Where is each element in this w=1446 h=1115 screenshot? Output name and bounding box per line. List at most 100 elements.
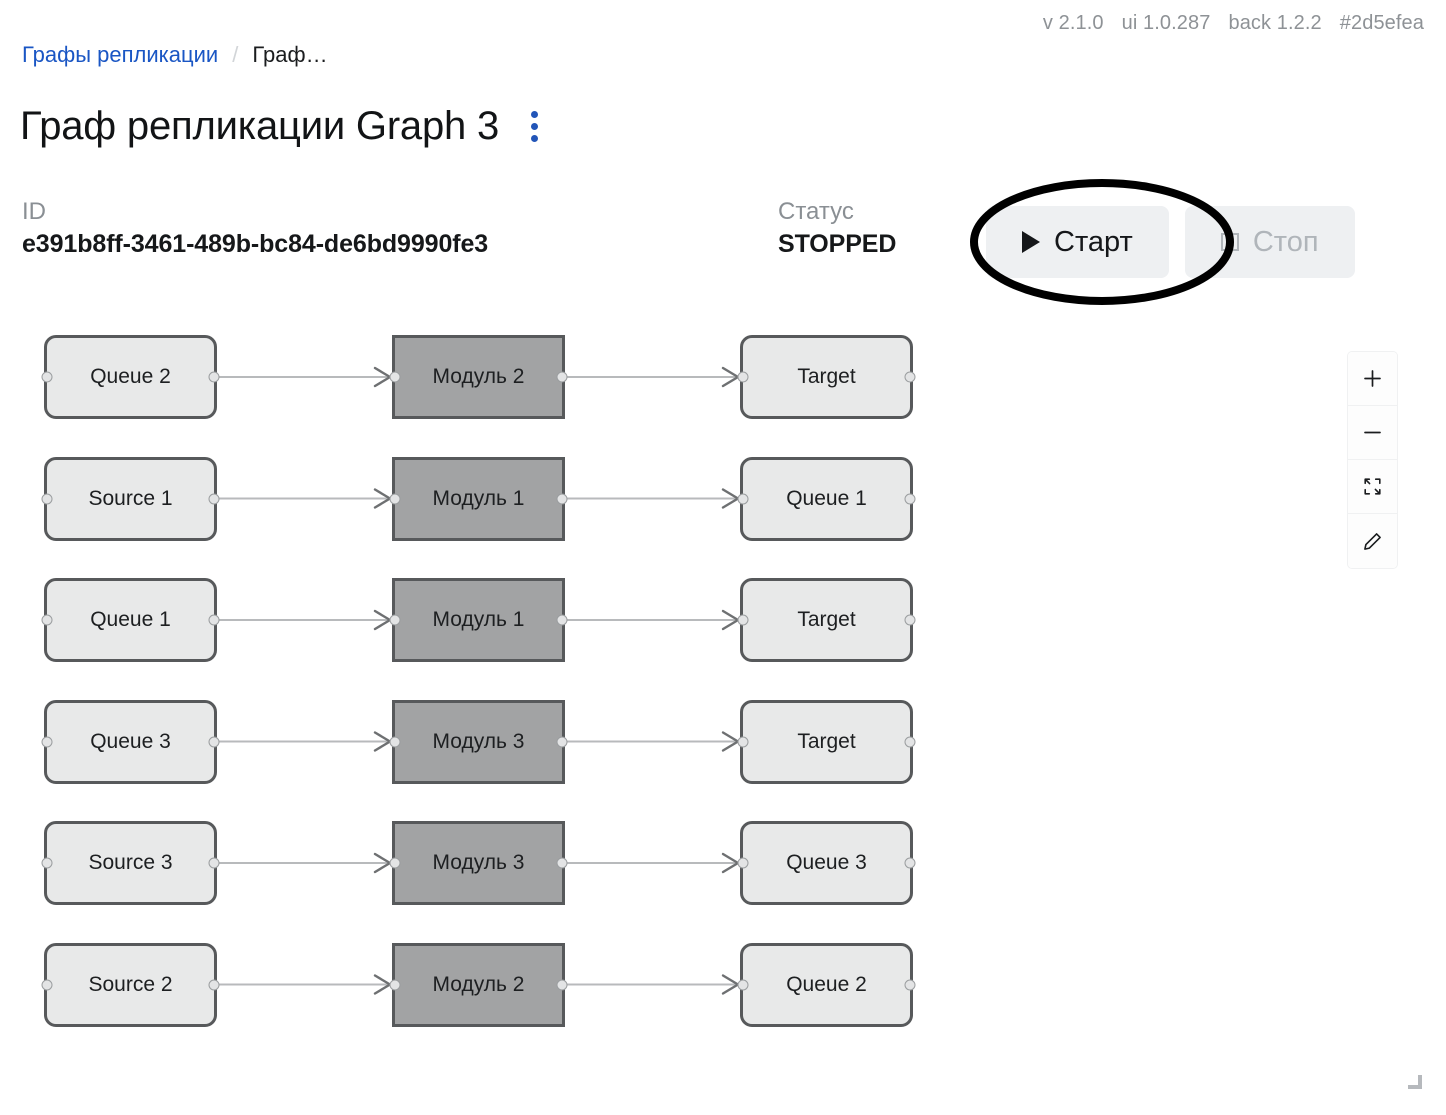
graph-edge[interactable] (217, 609, 392, 631)
kebab-menu-icon[interactable] (523, 107, 546, 146)
graph-edge[interactable] (217, 974, 392, 995)
stop-button[interactable]: Стоп (1184, 206, 1355, 278)
node-handle-left[interactable] (389, 614, 401, 626)
graph-edge[interactable] (565, 609, 740, 631)
meta-row: ID e391b8ff-3461-489b-bc84-de6bd9990fe3 … (22, 196, 896, 261)
node-handle-left[interactable] (389, 857, 401, 869)
graph-edge[interactable] (565, 488, 740, 509)
node-handle-right[interactable] (208, 857, 220, 869)
breadcrumb-link-replication-graphs[interactable]: Графы репликации (22, 42, 219, 67)
graph-node[interactable]: Target (737, 335, 916, 419)
node-handle-right[interactable] (904, 614, 916, 626)
version-app: v 2.1.0 (1042, 12, 1104, 34)
node-handle-left[interactable] (389, 736, 401, 747)
graph-node[interactable]: Queue 1 (737, 456, 916, 541)
node-handle-right[interactable] (208, 614, 220, 626)
graph-edge[interactable] (217, 366, 392, 388)
graph-id-label: ID (22, 198, 46, 225)
graph-node-label: Queue 2 (90, 365, 171, 388)
graph-node-label: Модуль 2 (432, 972, 525, 996)
graph-node[interactable]: Модуль 1 (389, 578, 568, 662)
node-handle-left[interactable] (41, 736, 53, 747)
graph-node[interactable]: Модуль 1 (389, 456, 568, 541)
graph-node[interactable]: Модуль 3 (389, 699, 568, 784)
graph-node[interactable]: Модуль 3 (389, 821, 568, 905)
graph-node[interactable]: Source 2 (41, 942, 220, 1027)
node-handle-left[interactable] (41, 614, 53, 626)
version-commit: #2d5efea (1339, 12, 1424, 34)
node-handle-right[interactable] (208, 736, 220, 747)
start-button[interactable]: Старт (986, 206, 1169, 278)
node-handle-left[interactable] (737, 493, 749, 504)
node-handle-right[interactable] (208, 493, 220, 504)
node-handle-right[interactable] (904, 979, 916, 990)
graph-node-label: Source 3 (88, 851, 173, 874)
stop-square-icon (1220, 233, 1239, 251)
graph-edge[interactable] (565, 366, 740, 388)
graph-edge[interactable] (217, 852, 392, 874)
breadcrumb-separator: / (232, 42, 239, 67)
version-strip: v 2.1.0 ui 1.0.287 back 1.2.2 #2d5efea (1043, 12, 1424, 35)
kebab-dot (531, 111, 539, 118)
graph-node[interactable]: Модуль 2 (389, 942, 568, 1027)
graph-node-label: Queue 1 (786, 486, 867, 510)
zoom-in-icon[interactable] (1348, 352, 1397, 406)
graph-node[interactable]: Source 1 (41, 456, 220, 541)
graph-status-label: Статус (778, 198, 854, 225)
graph-edge[interactable] (565, 974, 740, 995)
graph-node-label: Модуль 1 (432, 486, 525, 510)
graph-edge[interactable] (565, 852, 740, 874)
title-row: Граф репликации Graph 3 (20, 104, 546, 149)
breadcrumb: Графы репликации / Граф… (22, 42, 328, 68)
node-handle-right[interactable] (556, 493, 568, 504)
graph-node[interactable]: Queue 2 (737, 942, 916, 1027)
zoom-out-icon[interactable] (1348, 406, 1397, 460)
node-handle-left[interactable] (41, 371, 53, 383)
action-buttons: Старт Стоп (986, 206, 1355, 278)
graph-node[interactable]: Queue 1 (41, 578, 220, 662)
graph-node-label: Queue 1 (90, 608, 171, 631)
node-handle-right[interactable] (904, 736, 916, 747)
graph-edge[interactable] (217, 488, 392, 509)
graph-node[interactable]: Source 3 (41, 821, 220, 905)
graph-node[interactable]: Queue 3 (41, 699, 220, 784)
node-handle-right[interactable] (556, 614, 568, 626)
node-handle-right[interactable] (904, 493, 916, 504)
graph-node[interactable]: Target (737, 699, 916, 784)
node-handle-right[interactable] (556, 979, 568, 990)
node-handle-right[interactable] (208, 979, 220, 990)
start-button-label: Старт (1054, 225, 1133, 258)
graph-edge[interactable] (217, 731, 392, 752)
node-handle-right[interactable] (208, 371, 220, 383)
node-handle-right[interactable] (556, 736, 568, 747)
graph-node[interactable]: Target (737, 578, 916, 662)
node-handle-left[interactable] (737, 614, 749, 626)
node-handle-left[interactable] (737, 371, 749, 383)
node-handle-right[interactable] (904, 857, 916, 869)
node-handle-left[interactable] (737, 979, 749, 990)
kebab-dot (531, 123, 539, 130)
graph-node[interactable]: Queue 3 (737, 821, 916, 905)
fit-view-icon[interactable] (1348, 460, 1397, 514)
node-handle-left[interactable] (389, 979, 401, 990)
node-handle-left[interactable] (389, 371, 401, 383)
graph-node-label: Модуль 3 (432, 851, 525, 874)
graph-node[interactable]: Модуль 2 (389, 335, 568, 419)
version-ui: ui 1.0.287 (1121, 12, 1211, 34)
node-handle-left[interactable] (389, 493, 401, 504)
play-icon (1022, 231, 1040, 253)
node-handle-left[interactable] (41, 493, 53, 504)
graph-node[interactable]: Queue 2 (41, 335, 220, 419)
graph-edge[interactable] (565, 731, 740, 752)
graph-id-block: ID e391b8ff-3461-489b-bc84-de6bd9990fe3 (22, 196, 740, 261)
node-handle-left[interactable] (41, 979, 53, 990)
edit-icon[interactable] (1348, 514, 1397, 568)
node-handle-left[interactable] (737, 857, 749, 869)
node-handle-right[interactable] (556, 857, 568, 869)
node-handle-right[interactable] (904, 371, 916, 383)
node-handle-left[interactable] (737, 736, 749, 747)
graph-controls (1348, 352, 1397, 568)
node-handle-left[interactable] (41, 857, 53, 869)
node-handle-right[interactable] (556, 371, 568, 383)
